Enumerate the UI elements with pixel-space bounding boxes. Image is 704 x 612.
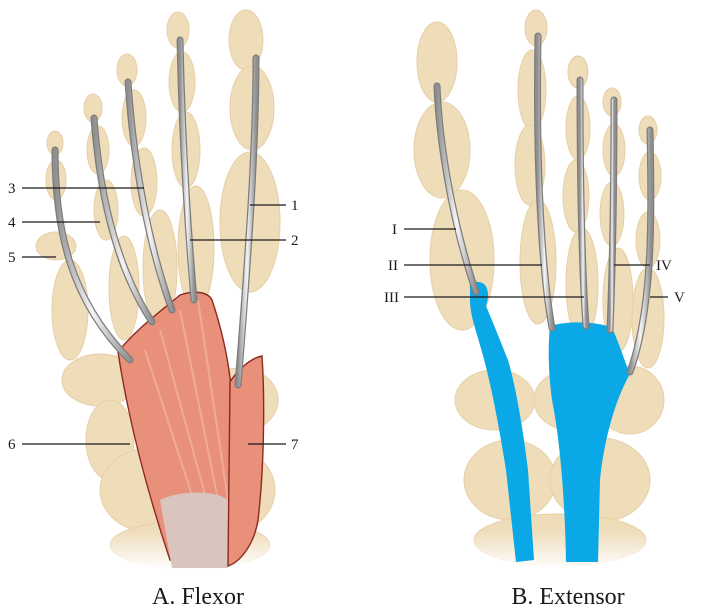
label-2: 2: [291, 233, 299, 249]
label-6: 6: [8, 437, 16, 453]
label-1: 1: [291, 198, 299, 214]
flexor-muscle-base: [160, 493, 228, 569]
label-IV: IV: [656, 258, 672, 274]
label-II: II: [388, 258, 398, 274]
label-V: V: [674, 290, 685, 306]
label-I: I: [392, 222, 397, 238]
label-7: 7: [291, 437, 299, 453]
label-4: 4: [8, 215, 16, 231]
caption-flexor: A. Flexor: [152, 584, 244, 610]
caption-extensor: B. Extensor: [511, 584, 624, 610]
label-5: 5: [8, 250, 16, 266]
panel-flexor: 1 2 3 4 5 6 7 A. Flexor: [8, 10, 299, 610]
label-III: III: [384, 290, 399, 306]
label-3: 3: [8, 181, 16, 197]
panel-extensor: I II III IV V B. Extensor: [384, 10, 685, 610]
